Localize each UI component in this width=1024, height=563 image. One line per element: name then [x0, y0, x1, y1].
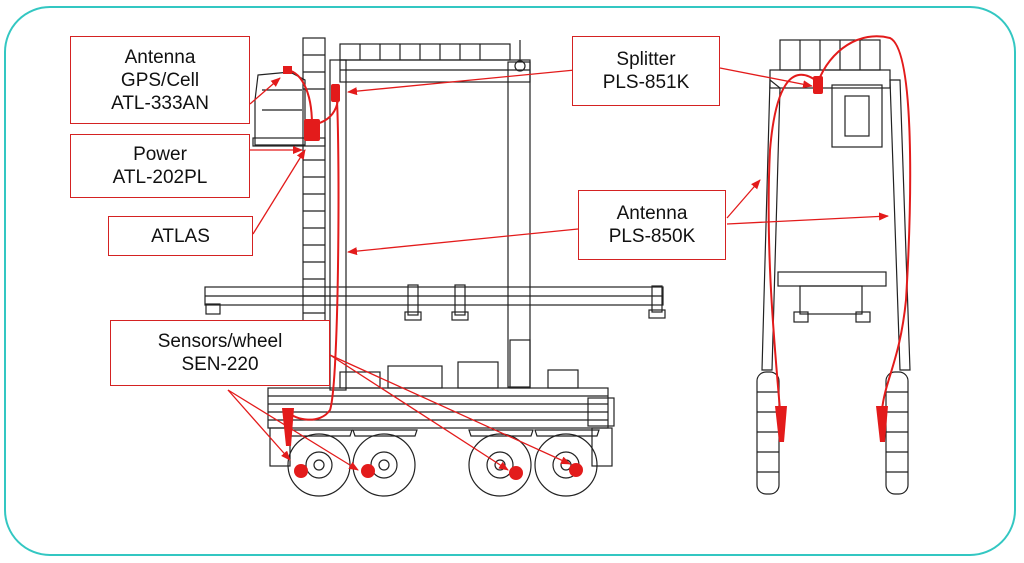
- callout-antenna-pls: Antenna PLS-850K: [578, 190, 726, 260]
- callout-splitter-line2: PLS-851K: [602, 72, 690, 93]
- callout-antenna-gps-line3: ATL-333AN: [111, 92, 209, 114]
- callout-sensors-line2: SEN-220: [181, 354, 259, 375]
- callout-antenna-gps-line2: GPS/Cell: [120, 69, 200, 91]
- main-columns: [329, 59, 531, 391]
- callout-antenna-pls-line1: Antenna: [616, 203, 688, 224]
- callout-power: Power ATL-202PL: [70, 134, 250, 198]
- ladder: [302, 37, 326, 361]
- side-wheels: [287, 429, 600, 497]
- front-view-machine: [756, 39, 911, 495]
- callout-power-line1: Power: [133, 144, 187, 165]
- callout-atlas: ATLAS: [108, 216, 253, 256]
- callout-power-line2: ATL-202PL: [112, 167, 208, 188]
- horizontal-beam: [204, 284, 666, 321]
- callout-antenna-pls-line2: PLS-850K: [608, 226, 696, 247]
- callout-splitter: Splitter PLS-851K: [572, 36, 720, 106]
- top-railing: [339, 40, 526, 72]
- callout-sensors-line1: Sensors/wheel: [157, 331, 283, 352]
- callout-arrows: [227, 67, 889, 471]
- callout-antenna-gps-line1: Antenna: [124, 46, 196, 68]
- callout-splitter-line1: Splitter: [616, 49, 676, 70]
- callout-sensors: Sensors/wheel SEN-220: [110, 320, 330, 386]
- diagram-frame: [4, 6, 1016, 556]
- callout-antenna-gps: Antenna GPS/Cell ATL-333AN: [70, 36, 250, 124]
- side-view-machine: [204, 37, 666, 497]
- callout-atlas-line1: ATLAS: [151, 225, 210, 247]
- red-devices: [282, 66, 888, 480]
